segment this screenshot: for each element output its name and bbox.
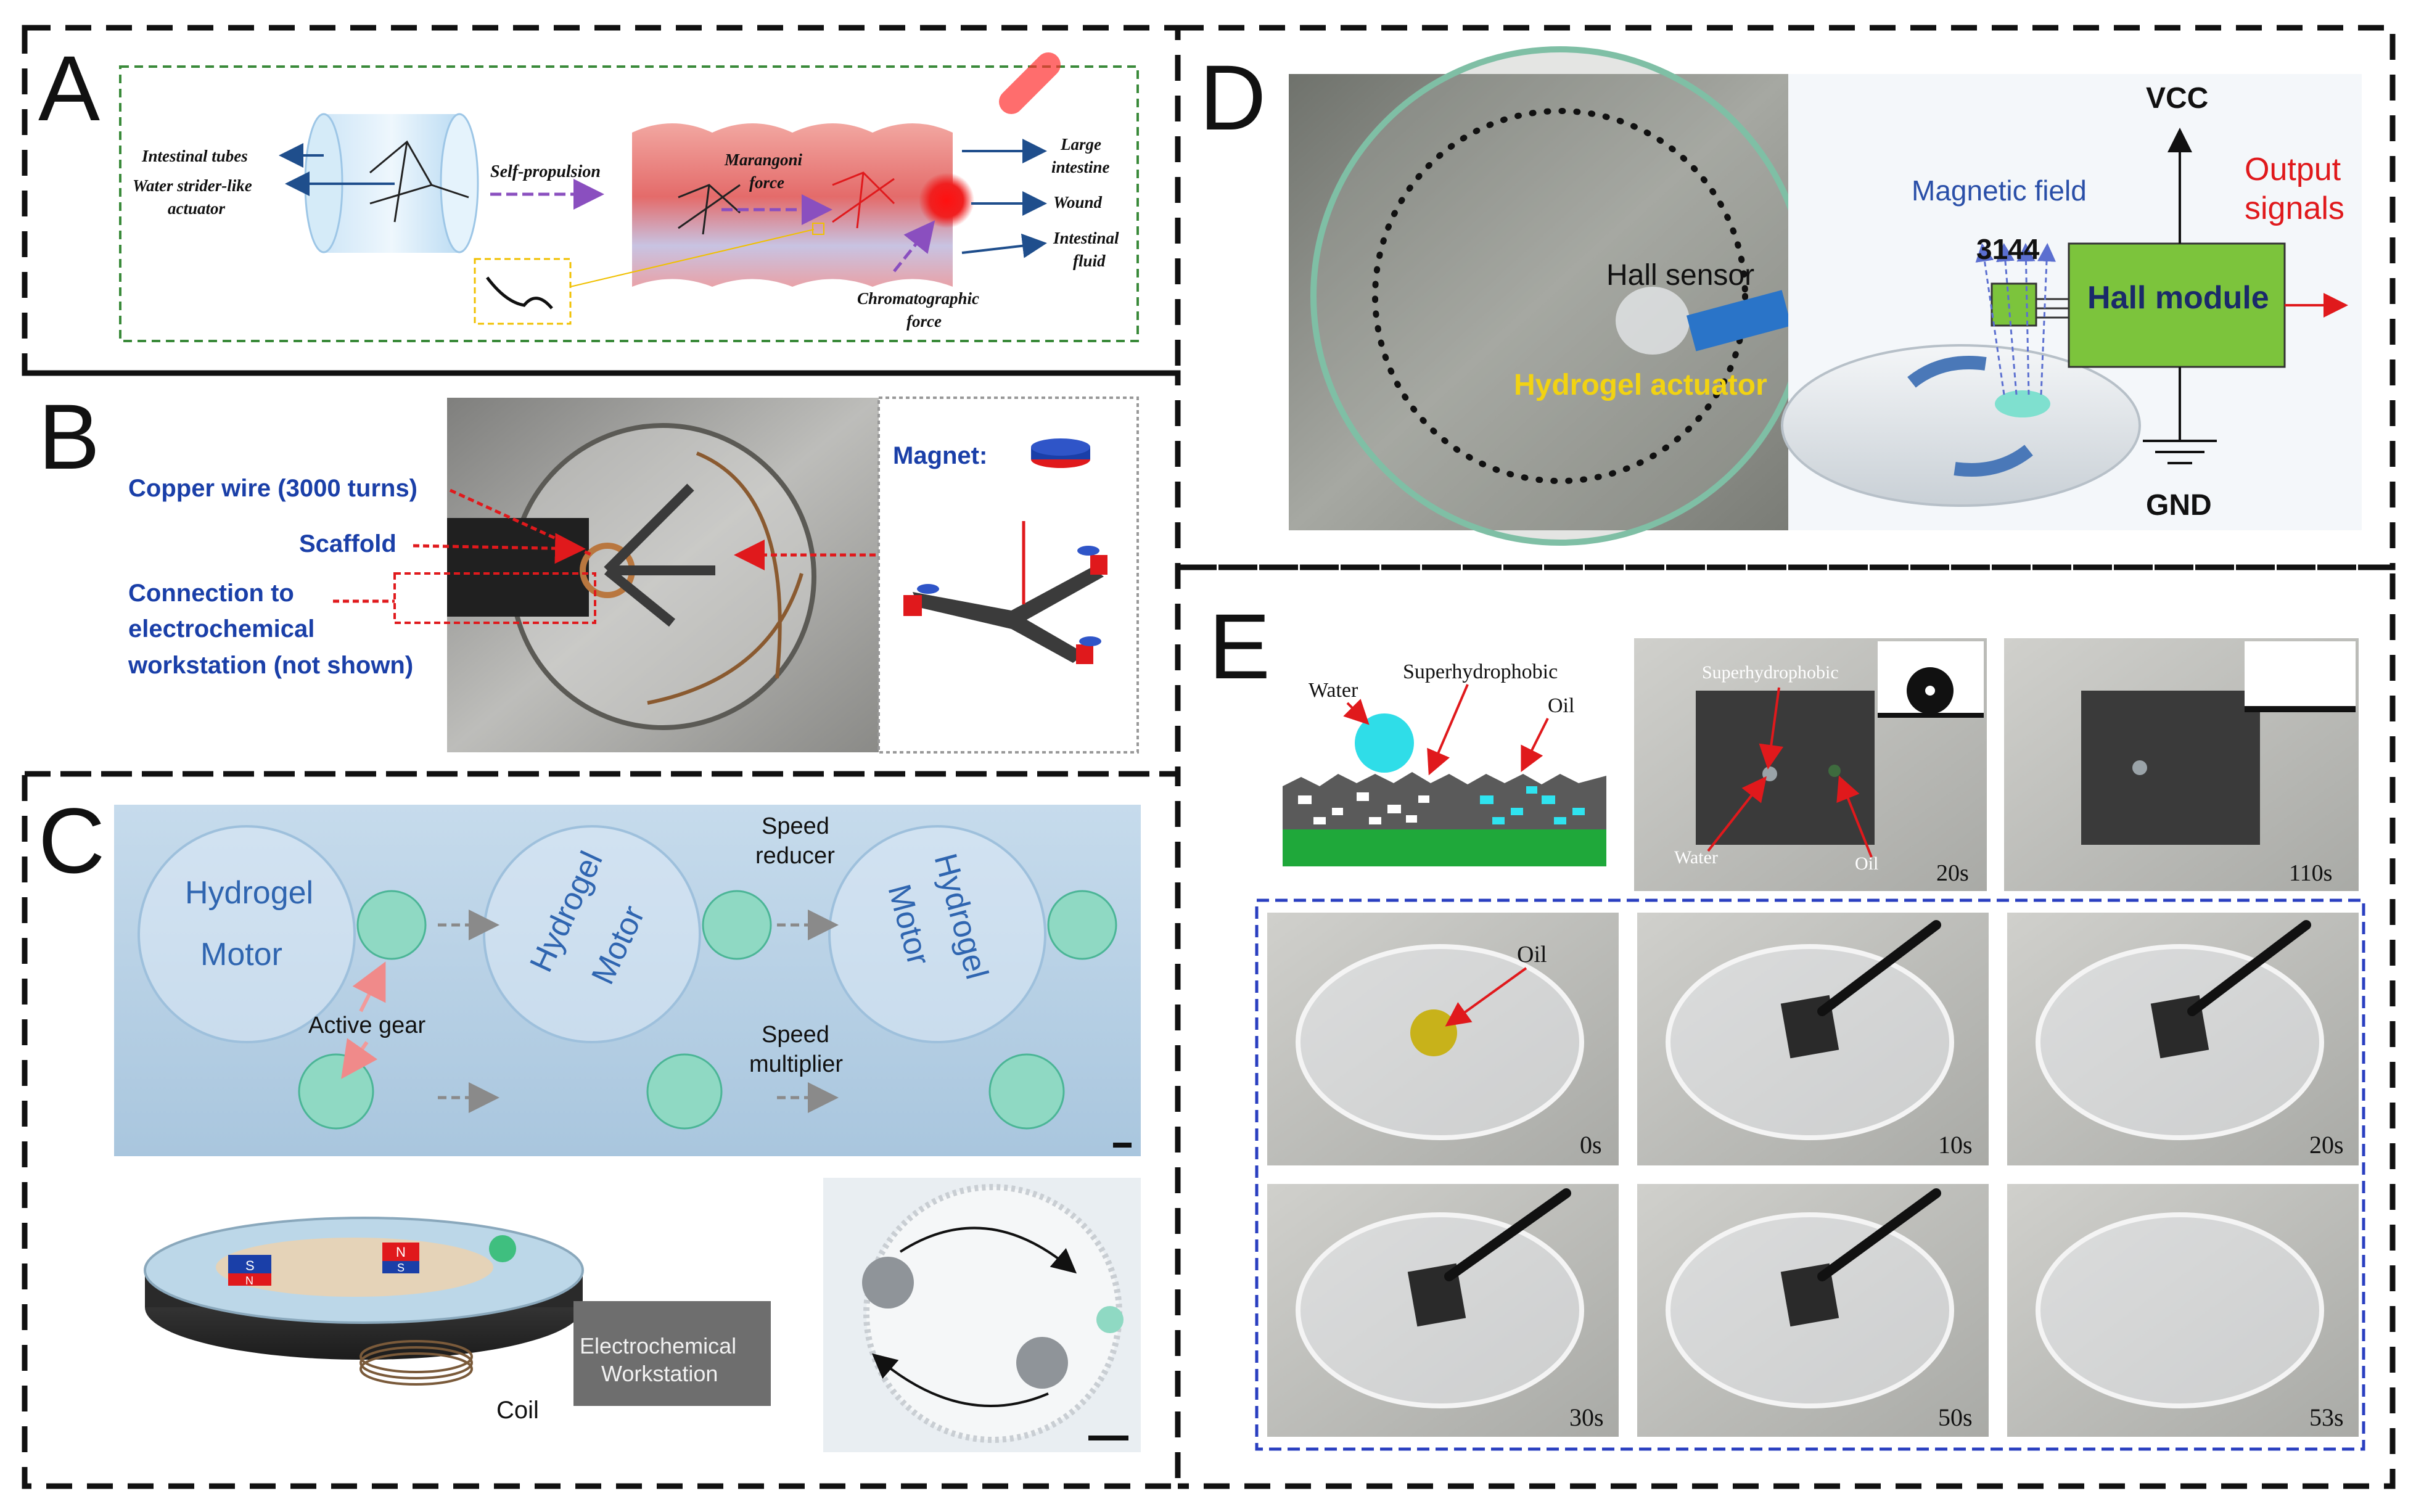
label-speed-reducer-1: Speed [762, 813, 829, 839]
label-water-strider-2: actuator [168, 199, 226, 218]
label-water-schematic: Water [1309, 679, 1358, 702]
panel-letter-d: D [1199, 46, 1266, 149]
label-chromatographic-1: Chromatographic [857, 289, 979, 308]
label-speed-multiplier-1: Speed [762, 1022, 829, 1048]
time-label-0s: 0s [1580, 1131, 1602, 1159]
copper-coil-photo [447, 398, 879, 752]
circuit-diagram [1781, 74, 2362, 530]
panel-letter-e: E [1209, 594, 1270, 698]
label-output-1: Output [2245, 152, 2341, 187]
label-photo-water: Water [1674, 847, 1718, 868]
label-intestinal-tubes: Intestinal tubes [141, 147, 248, 165]
actuator-inset-box [474, 258, 572, 325]
magnet-s-n-left: S N [228, 1255, 271, 1287]
panel-letter-c: C [38, 789, 105, 892]
label-large-intestine-1: Large [1060, 135, 1101, 154]
label-electrochemical-1: Electrochemical [580, 1333, 736, 1358]
y-scaffold-model [903, 521, 1107, 664]
label-gnd: GND [2146, 489, 2212, 522]
label-superhydrophobic-schematic: Superhydrophobic [1403, 660, 1558, 683]
label-connection-1: Connection to [128, 580, 294, 607]
label-self-propulsion: Self-propulsion [490, 162, 601, 181]
svg-text:N: N [396, 1244, 406, 1260]
label-hall-sensor: Hall sensor [1606, 259, 1754, 292]
label-large-intestine-2: intestine [1051, 158, 1110, 176]
label-speed-reducer-2: reducer [755, 843, 835, 869]
time-label-110s: 110s [2289, 860, 2332, 886]
label-photo-oil: Oil [1855, 853, 1878, 874]
panel-b-pointer-lines [333, 488, 876, 603]
label-chromatographic-2: force [906, 312, 942, 331]
label-wound: Wound [1053, 193, 1103, 212]
panel-letter-b: B [38, 385, 100, 488]
label-copper-wire: Copper wire (3000 turns) [128, 475, 417, 502]
panel-e: E Water Superhydrophobic Oil [1209, 594, 2365, 1451]
intestine-illustration [632, 52, 1061, 287]
panel-b: B Copper wire (3000 turns) Scaffold Conn… [38, 385, 1139, 754]
label-speed-multiplier-2: multiplier [749, 1051, 843, 1077]
label-connection-2: electrochemical [128, 615, 314, 643]
label-oil-schematic: Oil [1548, 694, 1574, 717]
intestinal-tube-illustration [304, 113, 479, 253]
label-magnetic-field: Magnetic field [1912, 175, 2087, 207]
panel-a: A Intestinal tubes Water strider-like ac… [38, 36, 1139, 342]
scale-bar-c-top [1113, 1143, 1132, 1148]
panel-letter-a: A [38, 36, 100, 140]
time-label-20s: 20s [2309, 1131, 2344, 1159]
label-hall-module: Hall module [2087, 280, 2269, 316]
label-seq-oil: Oil [1517, 942, 1547, 968]
hydrogel-gears [138, 825, 1046, 1043]
label-motor-1: Motor [200, 937, 282, 972]
label-output-2: signals [2245, 191, 2344, 226]
label-coil: Coil [496, 1397, 539, 1424]
time-label-50s: 50s [1938, 1403, 1973, 1431]
svg-text:S: S [245, 1258, 255, 1273]
label-water-strider-1: Water strider-like [133, 176, 252, 195]
time-label-53s: 53s [2309, 1403, 2344, 1431]
svg-text:N: N [245, 1275, 253, 1287]
time-label-20s-top: 20s [1936, 860, 1969, 886]
label-marangoni-1: Marangoni [724, 150, 803, 169]
label-hydrogel-1: Hydrogel [185, 875, 313, 911]
oil-removal-sequence-frame [1255, 898, 2365, 1451]
panel-c: C Hydrogel Motor Hydrogel Motor Hydrogel… [38, 789, 1141, 1452]
label-intestinal-fluid-2: fluid [1073, 252, 1106, 270]
connection-highlight-box [393, 572, 596, 624]
svg-text:S: S [397, 1262, 405, 1274]
panel-a-inner-frame [119, 65, 1139, 342]
label-connection-3: workstation (not shown) [128, 652, 413, 679]
superhydrophobic-schematic [1283, 713, 1606, 866]
label-chip-3144: 3144 [1976, 233, 2040, 265]
gear-top-view-photo [823, 1178, 1141, 1452]
panel-borders [22, 25, 2396, 1489]
label-electrochemical-2: Workstation [601, 1361, 718, 1386]
label-magnet: Magnet: [893, 442, 987, 469]
photo-superhydrophobic-110s [2004, 638, 2359, 891]
label-marangoni-2: force [749, 173, 784, 192]
photo-superhydrophobic-20s [1634, 638, 1987, 891]
label-photo-superhydrophobic: Superhydrophobic [1702, 662, 1839, 683]
label-vcc: VCC [2146, 82, 2208, 115]
hall-sensor-photo [1289, 46, 1810, 546]
label-scaffold: Scaffold [299, 530, 397, 557]
panel-d: D Hall sensor Hydrogel actuator [1199, 46, 2362, 546]
sequence-photos [1267, 913, 2359, 1437]
time-label-10s: 10s [1938, 1131, 1973, 1159]
active-gears [298, 890, 1117, 1130]
scale-bar-c-bottom [1088, 1436, 1128, 1440]
label-intestinal-fluid-1: Intestinal [1053, 229, 1119, 247]
electrochemical-device-illustration: S N N S Electrochemical Workstation Coil [144, 1217, 771, 1424]
gray-process-arrows [438, 910, 839, 1113]
label-active-gear: Active gear [308, 1013, 425, 1038]
magnet-n-s-right: N S [382, 1243, 419, 1274]
label-hydrogel-actuator: Hydrogel actuator [1514, 369, 1767, 401]
magnet-icon [1031, 438, 1090, 468]
time-label-30s: 30s [1569, 1403, 1604, 1431]
